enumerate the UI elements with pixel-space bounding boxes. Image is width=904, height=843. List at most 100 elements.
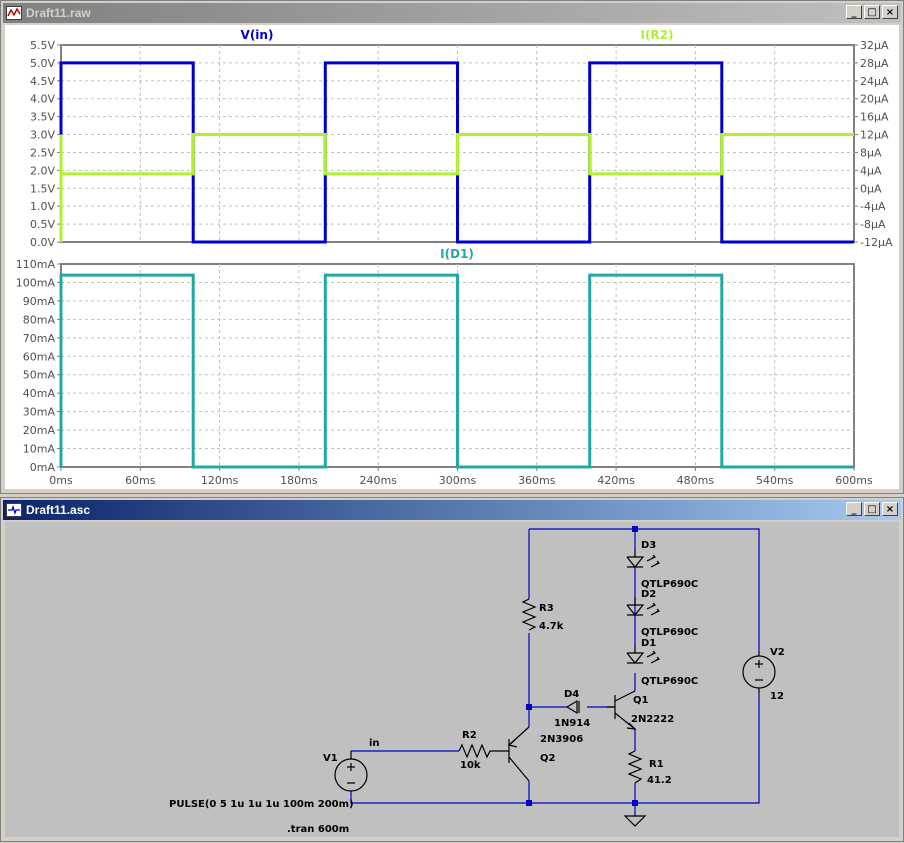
schematic-drawing[interactable]: D3 QTLP690C D2 QTLP690C D1 QTLP690C R3 4… [5, 522, 901, 839]
close-button[interactable]: × [882, 502, 898, 516]
label-d2-model: QTLP690C [641, 627, 698, 638]
label-in-net: in [369, 738, 380, 749]
y-tick-label: 90mA [23, 295, 56, 308]
label-d4: D4 [564, 689, 579, 700]
x-tick-label: 240ms [359, 474, 397, 487]
series-line [59, 61, 854, 244]
y2-tick-label: -12µA [860, 236, 893, 249]
trace-label-i-r2[interactable]: I(R2) [640, 28, 673, 42]
x-tick-label: 300ms [439, 474, 477, 487]
wires [350, 528, 760, 816]
led-d2[interactable] [626, 597, 661, 616]
x-tick-label: 420ms [597, 474, 635, 487]
label-tran: .tran 600m [287, 824, 349, 835]
y-tick-label: 30mA [23, 406, 56, 419]
y-tick-label: 60mA [23, 350, 56, 363]
schematic-titlebar[interactable]: Draft11.asc _ □ × [3, 500, 901, 520]
y-tick-label: 50mA [23, 369, 56, 382]
voltage-source-v2[interactable] [742, 651, 776, 693]
y-tick-label: 40mA [23, 387, 56, 400]
schematic-window: Draft11.asc _ □ × [0, 497, 904, 842]
x-tick-label: 0ms [49, 474, 73, 487]
y-tick-label: 0.5V [30, 218, 55, 231]
label-v1: V1 [323, 753, 338, 764]
left-axis-ticks: 0.0V0.5V1.0V1.5V2.0V2.5V3.0V3.5V4.0V4.5V… [30, 39, 61, 249]
plot-upper-pane[interactable]: 0.0V0.5V1.0V1.5V2.0V2.5V3.0V3.5V4.0V4.5V… [30, 28, 893, 249]
y2-tick-label: 24µA [860, 75, 889, 88]
label-q1-model: 2N2222 [631, 714, 674, 725]
y2-tick-label: 20µA [860, 93, 889, 106]
y-tick-label: 0mA [30, 461, 56, 474]
schematic-labels: D3 QTLP690C D2 QTLP690C D1 QTLP690C R3 4… [169, 540, 785, 835]
y-tick-label: 4.5V [30, 75, 55, 88]
y2-tick-label: 0µA [860, 182, 882, 195]
label-d1: D1 [641, 638, 656, 649]
transistor-q2[interactable] [501, 726, 530, 782]
led-d3[interactable] [626, 549, 661, 568]
y-tick-label: 110mA [16, 258, 56, 271]
junctions [526, 526, 638, 806]
label-d3: D3 [641, 540, 656, 551]
y-tick-label: 10mA [23, 443, 56, 456]
diode-d4[interactable] [565, 699, 580, 715]
y2-tick-label: 28µA [860, 57, 889, 70]
resistor-r2[interactable] [458, 743, 501, 759]
transistor-q1[interactable] [607, 690, 637, 730]
right-axis-ticks: -12µA-8µA-4µA0µA4µA8µA12µA16µA20µA24µA28… [854, 39, 893, 249]
y-tick-label: 0.0V [30, 236, 55, 249]
minimize-button[interactable]: _ [846, 5, 862, 19]
y-tick-label: 5.0V [30, 57, 55, 70]
plot-lower-pane[interactable]: 0mA10mA20mA30mA40mA50mA60mA70mA80mA90mA1… [16, 247, 873, 487]
x-tick-label: 60ms [125, 474, 156, 487]
series-line [59, 273, 854, 469]
trace-label-v-in[interactable]: V(in) [241, 28, 274, 42]
label-r1-value: 41.2 [647, 775, 672, 786]
label-r3: R3 [539, 603, 554, 614]
minimize-button[interactable]: _ [846, 502, 862, 516]
waveform-titlebar[interactable]: Draft11.raw _ □ × [3, 3, 901, 23]
y2-tick-label: 12µA [860, 129, 889, 142]
schematic-canvas[interactable]: D3 QTLP690C D2 QTLP690C D1 QTLP690C R3 4… [5, 522, 899, 837]
schematic-window-title: Draft11.asc [26, 503, 91, 517]
y-tick-label: 5.5V [30, 39, 55, 52]
y2-tick-label: 32µA [860, 39, 889, 52]
x-tick-label: 180ms [280, 474, 318, 487]
ground-symbol [623, 815, 647, 827]
resistor-r1[interactable] [627, 750, 643, 784]
label-r2: R2 [462, 730, 477, 741]
label-v2: V2 [770, 647, 785, 658]
maximize-button[interactable]: □ [864, 5, 880, 19]
schematic-app-icon [6, 503, 22, 517]
series-line [59, 133, 854, 242]
y-tick-label: 20mA [23, 424, 56, 437]
y-tick-label: 100mA [16, 276, 56, 289]
waveform-plots[interactable]: 0.0V0.5V1.0V1.5V2.0V2.5V3.0V3.5V4.0V4.5V… [5, 25, 901, 491]
y-tick-label: 3.5V [30, 111, 55, 124]
y-tick-label: 80mA [23, 313, 56, 326]
y2-tick-label: 4µA [860, 164, 882, 177]
label-r3-value: 4.7k [539, 621, 564, 632]
voltage-source-v1[interactable] [334, 751, 368, 792]
y-tick-label: 2.5V [30, 146, 55, 159]
label-d2: D2 [641, 589, 656, 600]
label-r2-value: 10k [460, 760, 481, 771]
label-v2-value: 12 [770, 691, 784, 702]
maximize-button[interactable]: □ [864, 502, 880, 516]
resistor-r3[interactable] [521, 598, 537, 631]
waveform-app-icon [6, 6, 22, 20]
y-tick-label: 4.0V [30, 93, 55, 106]
led-d1[interactable] [626, 645, 661, 664]
trace-label-i-d1[interactable]: I(D1) [440, 247, 474, 261]
y2-tick-label: -8µA [860, 218, 886, 231]
x-tick-label: 600ms [835, 474, 873, 487]
x-tick-label: 540ms [756, 474, 794, 487]
y-tick-label: 1.5V [30, 182, 55, 195]
y2-tick-label: -4µA [860, 200, 886, 213]
label-q2-model: 2N3906 [540, 734, 583, 745]
label-d4-model: 1N914 [554, 718, 590, 729]
label-pulse: PULSE(0 5 1u 1u 1u 100m 200m) [169, 799, 354, 810]
close-button[interactable]: × [882, 5, 898, 19]
x-tick-label: 360ms [518, 474, 556, 487]
